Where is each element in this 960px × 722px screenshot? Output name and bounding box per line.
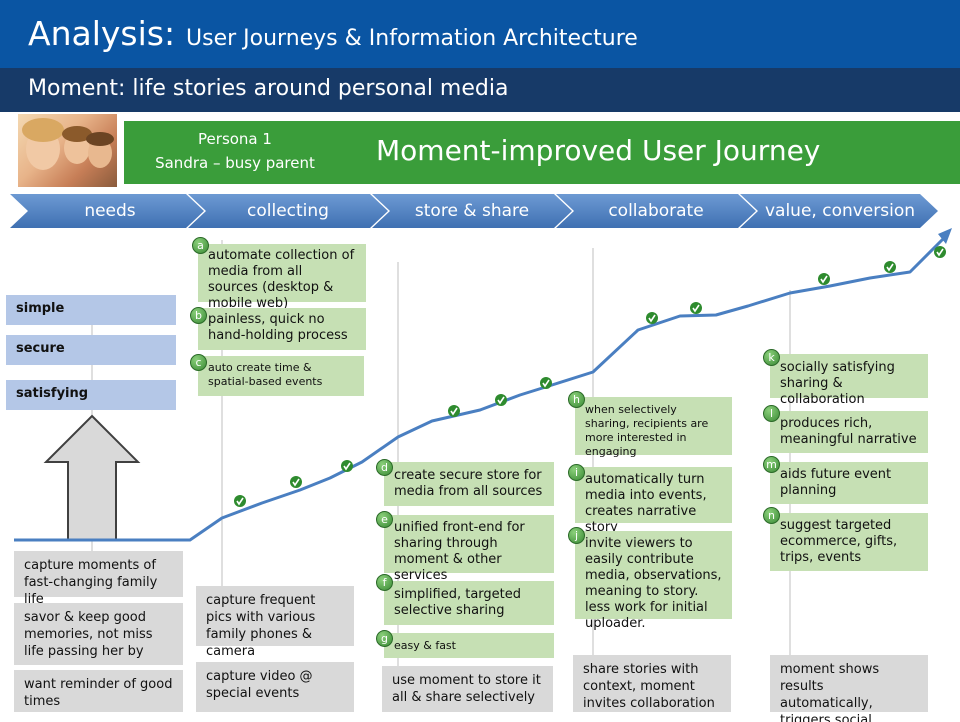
need-box: want reminder of good times (14, 670, 183, 712)
badge-a-icon: a (192, 237, 209, 254)
value-box: moment shows results automatically, trig… (770, 655, 928, 722)
check-mark-icon (934, 246, 946, 258)
badge-m-icon: m (763, 456, 780, 473)
stage-chevron-collecting (188, 194, 388, 228)
journey-line (14, 234, 948, 542)
stage-collecting: collecting (247, 201, 329, 221)
stage-chevron-store (372, 194, 572, 228)
badge-h-icon: h (568, 391, 585, 408)
journey-banner: Moment-improved User Journey (346, 121, 960, 184)
collecting-box: capture video @ special events (196, 662, 354, 712)
improvement-n: suggest targeted ecommerce, gifts, trips… (770, 513, 928, 571)
improvement-i: automatically turn media into events, cr… (575, 467, 732, 535)
stage-chevron-value (740, 194, 938, 228)
stage-bar: needs collecting store & share collabora… (0, 190, 960, 232)
improvement-h: when selectively sharing, recipients are… (575, 397, 732, 458)
stage-needs: needs (84, 201, 136, 221)
improvement-e: unified front-end for sharing through mo… (384, 515, 554, 583)
store-box: use moment to store it all & share selec… (382, 666, 553, 712)
stage-store-share: store & share (414, 201, 530, 221)
stage-chevron-collaborate (556, 194, 756, 228)
check-mark-icon (884, 261, 896, 273)
collaborate-box: share stories with context, moment invit… (573, 655, 731, 712)
improvement-d: create secure store for media from all s… (384, 462, 554, 506)
check-mark-icon (290, 476, 302, 488)
badge-l-icon: l (763, 405, 780, 422)
up-arrow-icon (43, 414, 141, 541)
subtitle-bar: Moment: life stories around personal med… (0, 68, 960, 112)
persona-name: Sandra – busy parent (155, 154, 315, 172)
badge-d-icon: d (376, 459, 393, 476)
check-mark-icon (540, 377, 552, 389)
attribute-simple: simple (6, 295, 176, 325)
improvement-g: easy & fast (384, 633, 554, 658)
stage-value-conversion: value, conversion (764, 201, 916, 221)
attribute-satisfying: satisfying (6, 380, 176, 410)
improvement-j: invite viewers to easily contribute medi… (575, 531, 732, 631)
badge-c-icon: c (190, 354, 207, 371)
improvement-k: socially satisfying sharing & collaborat… (770, 354, 928, 407)
check-mark-icon (341, 460, 353, 472)
improvement-f: simplified, targeted selective sharing (384, 581, 554, 625)
journey-title: Moment-improved User Journey (376, 134, 821, 167)
check-mark-icon (818, 273, 830, 285)
check-mark-icon (448, 405, 460, 417)
need-box: savor & keep good memories, not miss lif… (14, 603, 183, 665)
title-text: User Journeys & Information Architecture (186, 26, 638, 51)
stage-chevrons (10, 194, 938, 228)
stage-collaborate: collaborate (608, 201, 704, 221)
improvement-l: produces rich, meaningful narrative (770, 411, 928, 453)
badge-n-icon: n (763, 507, 780, 524)
subtitle-text: Moment: life stories around personal med… (28, 76, 509, 101)
title-prefix: Analysis: (28, 14, 176, 53)
check-mark-icon (495, 394, 507, 406)
attribute-secure: secure (6, 335, 176, 365)
badge-j-icon: j (568, 527, 585, 544)
improvement-b: painless, quick no hand-holding process (198, 308, 366, 350)
badge-f-icon: f (376, 574, 393, 591)
badge-b-icon: b (190, 307, 207, 324)
improvement-a: automate collection of media from all so… (198, 244, 366, 311)
persona-panel: Persona 1 Sandra – busy parent (124, 121, 346, 184)
check-mark-icon (234, 495, 246, 507)
persona-number: Persona 1 (198, 130, 272, 148)
journey-arrowhead (938, 228, 952, 244)
need-box: capture moments of fast-changing family … (14, 551, 183, 607)
improvement-m: aids future event planning (770, 462, 928, 504)
badge-g-icon: g (376, 630, 393, 647)
title-bar: Analysis: User Journeys & Information Ar… (0, 0, 960, 68)
check-marks (234, 246, 946, 507)
badge-i-icon: i (568, 464, 585, 481)
stage-chevron-needs (10, 194, 204, 228)
improvement-c: auto create time & spatial-based events (198, 356, 364, 396)
check-mark-icon (690, 302, 702, 314)
badge-k-icon: k (763, 349, 780, 366)
persona-photo (18, 114, 117, 187)
check-mark-icon (646, 312, 658, 324)
badge-e-icon: e (376, 511, 393, 528)
collecting-box: capture frequent pics with various famil… (196, 586, 354, 659)
